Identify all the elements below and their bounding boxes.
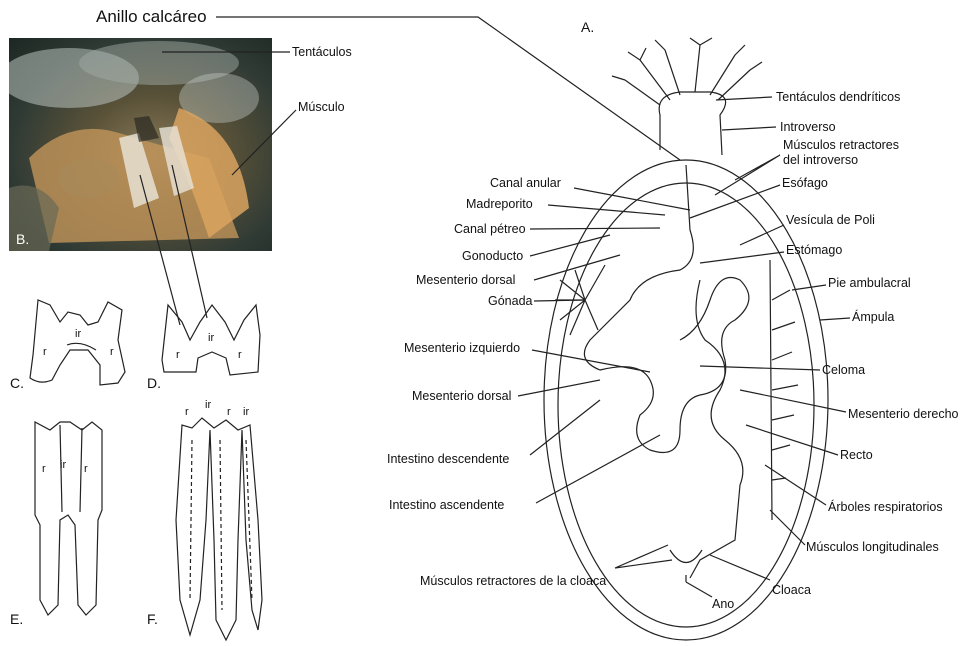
panel-label-e: E. xyxy=(10,612,23,626)
leader-recto xyxy=(746,425,838,455)
leader-celoma xyxy=(700,366,820,370)
ossicle-e xyxy=(35,422,102,615)
ossicle-c xyxy=(30,300,125,385)
label-madreporito: Madreporito xyxy=(466,197,533,211)
label-introverso: Introverso xyxy=(780,120,836,134)
label-cloaca: Cloaca xyxy=(772,583,811,597)
ossicle-c-seam xyxy=(67,343,96,350)
leader-gonoducto xyxy=(530,235,610,256)
dendritic-tentacles xyxy=(612,38,762,105)
ossicle-d-ir: ir xyxy=(208,331,214,345)
leader-mes-derecho xyxy=(740,390,846,412)
ossicle-e-ir: ir xyxy=(60,458,66,472)
leader-int-descendente xyxy=(530,400,600,455)
leader-photo-r xyxy=(140,175,180,325)
leader-anillo xyxy=(216,17,680,160)
label-mesenterio-derecho: Mesenterio derecho xyxy=(848,407,958,421)
leader-arboles xyxy=(765,465,826,505)
leader-photo-ir xyxy=(172,165,207,318)
label-intestino-ascendente: Intestino ascendente xyxy=(389,498,504,512)
ossicle-f xyxy=(176,418,262,640)
label-arboles-respiratorios: Árboles respiratorios xyxy=(828,500,943,514)
leader-gonada xyxy=(534,300,585,301)
label-mesenterio-izquierdo: Mesenterio izquierdo xyxy=(404,341,520,355)
ossicle-c-ir: ir xyxy=(75,327,81,341)
label-ano: Ano xyxy=(712,597,734,611)
label-tentaculos-dendriticos: Tentáculos dendríticos xyxy=(776,90,900,104)
label-musculos-retractores-cloaca: Músculos retractores de la cloaca xyxy=(420,574,606,588)
ossicle-e-r-right: r xyxy=(84,462,88,476)
label-pie-ambulacral: Pie ambulacral xyxy=(828,276,911,290)
label-ampula: Ámpula xyxy=(852,310,894,324)
label-mesenterio-dorsal-2: Mesenterio dorsal xyxy=(412,389,511,403)
panel-label-d: D. xyxy=(147,376,161,390)
label-musculo: Músculo xyxy=(298,100,345,114)
figure-title: Anillo calcáreo xyxy=(96,7,207,27)
introvert xyxy=(659,92,725,155)
label-recto: Recto xyxy=(840,448,873,462)
label-estomago: Estómago xyxy=(786,243,842,257)
leader-ano xyxy=(686,582,712,597)
respiratory-tree xyxy=(770,260,798,520)
ossicle-f-r-1: r xyxy=(185,405,189,419)
panel-label-c: C. xyxy=(10,376,24,390)
ossicle-d-r-left: r xyxy=(176,348,180,362)
leader-canal-anular xyxy=(574,188,690,210)
label-vesicula-poli: Vesícula de Poli xyxy=(786,213,875,227)
leader-ampula xyxy=(820,318,850,320)
label-canal-anular: Canal anular xyxy=(490,176,561,190)
label-celoma: Celoma xyxy=(822,363,865,377)
leader-cloaca xyxy=(710,555,770,580)
label-musculos-retractores-2: del introverso xyxy=(783,153,858,167)
panel-label-f: F. xyxy=(147,612,158,626)
ossicle-f-ir-1: ir xyxy=(205,398,211,412)
label-musculos-longitudinales: Músculos longitudinales xyxy=(806,540,939,554)
label-tentaculos: Tentáculos xyxy=(292,45,352,59)
leader-madreporito xyxy=(548,205,665,215)
label-gonada: Gónada xyxy=(488,294,532,308)
leader-mes-izquierdo xyxy=(532,350,650,372)
ossicle-f-r-2: r xyxy=(227,405,231,419)
label-musculos-retractores-1: Músculos retractores xyxy=(783,138,899,152)
ossicle-e-seam-2 xyxy=(80,428,82,512)
leader-canal-petreo xyxy=(530,228,660,229)
ossicle-c-r-right: r xyxy=(110,345,114,359)
label-gonoducto: Gonoducto xyxy=(462,249,523,263)
label-intestino-descendente: Intestino descendente xyxy=(387,452,509,466)
ossicle-c-r-left: r xyxy=(43,345,47,359)
leader-estomago xyxy=(700,252,784,263)
leader-vesicula xyxy=(740,225,784,245)
leader-retractores-cloaca xyxy=(615,545,672,568)
ossicle-e-r-left: r xyxy=(42,462,46,476)
ossicle-d-r-right: r xyxy=(238,348,242,362)
panel-label-a: A. xyxy=(581,20,594,34)
intestine-loop-2 xyxy=(690,280,743,578)
ossicle-f-ir-2: ir xyxy=(243,405,249,419)
intestine-loop-1 xyxy=(584,165,749,453)
leader-musculo xyxy=(232,110,296,175)
label-esofago: Esófago xyxy=(782,176,828,190)
label-mesenterio-dorsal-1: Mesenterio dorsal xyxy=(416,273,515,287)
leader-int-ascendente xyxy=(536,435,660,503)
panel-label-b: B. xyxy=(16,232,29,246)
label-canal-petreo: Canal pétreo xyxy=(454,222,526,236)
leader-introverso xyxy=(722,127,776,130)
leader-pie xyxy=(792,285,826,290)
